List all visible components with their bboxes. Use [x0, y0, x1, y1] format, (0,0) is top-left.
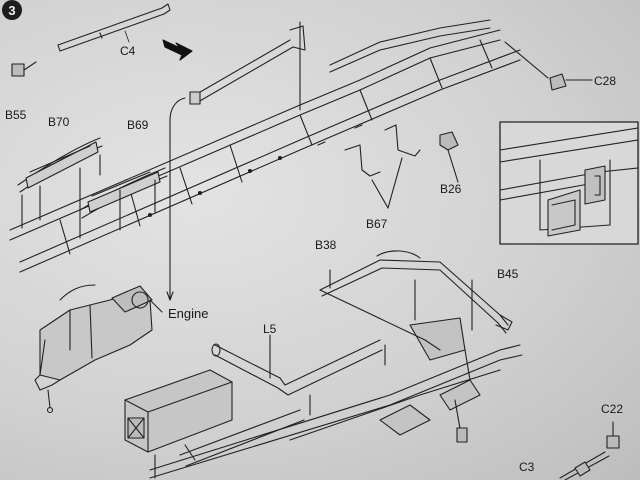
label-b26: B26 [440, 182, 462, 196]
leaf-springs [17, 137, 168, 239]
label-c4: C4 [120, 44, 136, 58]
b45-rail [319, 250, 513, 351]
c3-shaft [559, 451, 610, 480]
label-b70: B70 [48, 115, 70, 129]
rear-chassis [149, 317, 523, 479]
label-b67: B67 [366, 217, 388, 231]
b67-brackets [317, 124, 421, 209]
label-b55: B55 [5, 108, 27, 122]
b26-part [439, 131, 459, 183]
label-b45: B45 [497, 267, 519, 281]
b55-part [11, 61, 37, 77]
arrow-right-down-icon [162, 39, 193, 61]
step-number-badge: 3 [2, 0, 22, 20]
label-c22: C22 [601, 402, 624, 416]
detail-inset [499, 121, 639, 245]
c22-part [606, 421, 620, 449]
l5-exhaust [179, 334, 386, 467]
c4-rod [57, 3, 171, 52]
label-engine: Engine [168, 306, 209, 321]
drive-shaft [189, 21, 306, 111]
label-b38: B38 [315, 238, 337, 252]
c28-part [504, 41, 593, 91]
engine-block [34, 284, 163, 414]
label-b69: B69 [127, 118, 149, 132]
label-l5: L5 [263, 322, 277, 336]
label-c28: C28 [594, 74, 617, 88]
fuel-tank [124, 369, 233, 479]
label-c3: C3 [519, 460, 535, 474]
engine-guide-line [166, 97, 186, 301]
chassis-frame [9, 19, 521, 273]
